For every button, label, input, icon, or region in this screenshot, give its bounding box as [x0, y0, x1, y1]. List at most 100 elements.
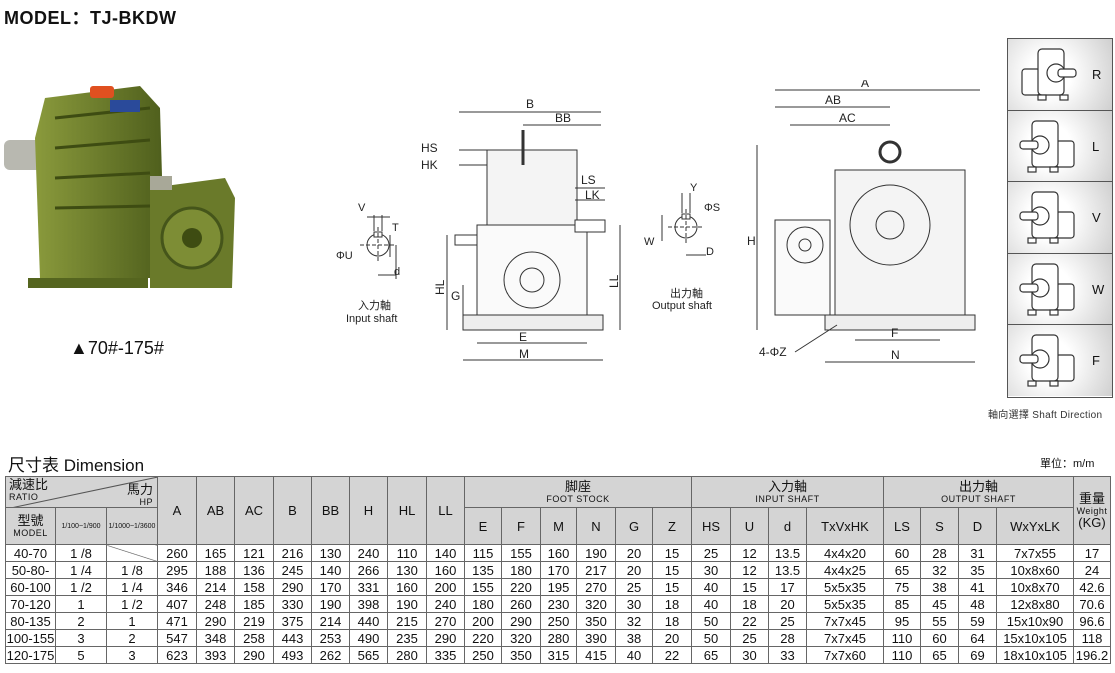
- output-en: OUTPUT SHAFT: [941, 494, 1016, 504]
- shaft-direction-label: R: [1092, 67, 1102, 82]
- table-cell: 1 /8: [106, 561, 158, 579]
- table-cell: 110: [387, 544, 427, 562]
- dim-Y: Y: [690, 182, 698, 194]
- table-cell: 235: [387, 629, 427, 647]
- table-cell: 110: [883, 646, 921, 664]
- dimension-title: 尺寸表 Dimension: [8, 456, 145, 475]
- gearbox-orientation-icon: [1019, 334, 1075, 387]
- table-cell: 20: [615, 544, 653, 562]
- col-hs: HS: [691, 507, 731, 545]
- dim-F: F: [891, 326, 898, 340]
- table-cell: 70.6: [1073, 595, 1111, 613]
- table-cell: 75: [883, 578, 921, 596]
- table-cell: 443: [273, 629, 312, 647]
- page-title: MODEL：TJ-BKDW: [4, 8, 177, 28]
- input-shaft-cn: 入力軸: [358, 298, 391, 312]
- table-cell: 258: [234, 629, 274, 647]
- table-cell: 155: [464, 578, 502, 596]
- gearbox-orientation-icon: [1019, 191, 1075, 244]
- model-cell: 100-155: [5, 629, 56, 647]
- table-cell: 45: [920, 595, 959, 613]
- unit-label: 單位：m/m: [1040, 458, 1095, 470]
- dim-V: V: [358, 202, 366, 214]
- input-shaft-en: Input shaft: [346, 313, 397, 325]
- dim-HL: HL: [433, 279, 447, 295]
- col-wxyxlk: WxYxLK: [996, 507, 1074, 545]
- table-cell: 1: [106, 612, 158, 630]
- table-cell: 215: [387, 612, 427, 630]
- dim-D: D: [706, 246, 714, 258]
- table-cell: 214: [311, 612, 350, 630]
- table-cell: 260: [501, 595, 541, 613]
- dim-W: W: [644, 236, 655, 248]
- table-cell: 40: [691, 595, 731, 613]
- table-cell: 1 /4: [106, 578, 158, 596]
- ratio-en: RATIO: [9, 492, 39, 502]
- table-cell: 240: [349, 544, 388, 562]
- table-cell: 331: [349, 578, 388, 596]
- table-cell: 30: [691, 561, 731, 579]
- output-shaft-diagram: Y ΦS W D 出力軸 Output shaft: [644, 182, 720, 312]
- table-cell: 5x5x35: [806, 578, 884, 596]
- table-cell: 260: [157, 544, 197, 562]
- table-cell: 170: [311, 578, 350, 596]
- table-cell: 7x7x45: [806, 629, 884, 647]
- table-cell: 1 /2: [55, 578, 107, 596]
- model-cell: 60-100: [5, 578, 56, 596]
- col-BB: BB: [311, 476, 350, 545]
- table-cell: 290: [501, 612, 541, 630]
- table-cell: 25: [730, 629, 769, 647]
- table-cell: 30: [615, 595, 653, 613]
- table-cell: 190: [576, 544, 616, 562]
- table-cell: 200: [464, 612, 502, 630]
- col-B: B: [273, 476, 312, 545]
- output-shaft-en: Output shaft: [652, 300, 712, 312]
- table-cell: 280: [387, 646, 427, 664]
- col-m: M: [540, 507, 577, 545]
- table-cell: 18x10x105: [996, 646, 1074, 664]
- table-cell: 17: [1073, 544, 1111, 562]
- dim-BB: BB: [555, 111, 571, 125]
- model-cell: 120-175: [5, 646, 56, 664]
- hp-en: HP: [139, 497, 153, 507]
- table-cell: 348: [196, 629, 235, 647]
- table-cell: 320: [576, 595, 616, 613]
- table-cell: 290: [234, 646, 274, 664]
- model-cell: 70-120: [5, 595, 56, 613]
- shaft-direction-l: L: [1008, 110, 1112, 183]
- col-A: A: [157, 476, 197, 545]
- shaft-direction-f: F: [1008, 325, 1112, 396]
- table-cell: 280: [540, 629, 577, 647]
- table-cell: 270: [426, 612, 465, 630]
- table-cell: 4x4x25: [806, 561, 884, 579]
- table-cell: 160: [387, 578, 427, 596]
- table-cell: 13.5: [768, 561, 807, 579]
- dim-G: G: [451, 289, 460, 303]
- table-cell: 170: [540, 561, 577, 579]
- dim-M: M: [519, 347, 529, 361]
- gearbox-orientation-icon: [1019, 119, 1075, 173]
- table-cell: 65: [920, 646, 959, 664]
- table-cell: 32: [615, 612, 653, 630]
- table-cell: 320: [501, 629, 541, 647]
- product-range: ▲70#-175#: [70, 338, 164, 358]
- model-cn: 型號: [17, 513, 44, 528]
- table-cell: 25: [615, 578, 653, 596]
- table-cell: 136: [234, 561, 274, 579]
- table-cell: 25: [768, 612, 807, 630]
- table-cell: 24: [1073, 561, 1111, 579]
- table-cell: 185: [234, 595, 274, 613]
- table-cell: 64: [958, 629, 997, 647]
- table-cell: 220: [501, 578, 541, 596]
- table-cell: 220: [464, 629, 502, 647]
- dim-AB: AB: [825, 93, 841, 107]
- table-cell: 440: [349, 612, 388, 630]
